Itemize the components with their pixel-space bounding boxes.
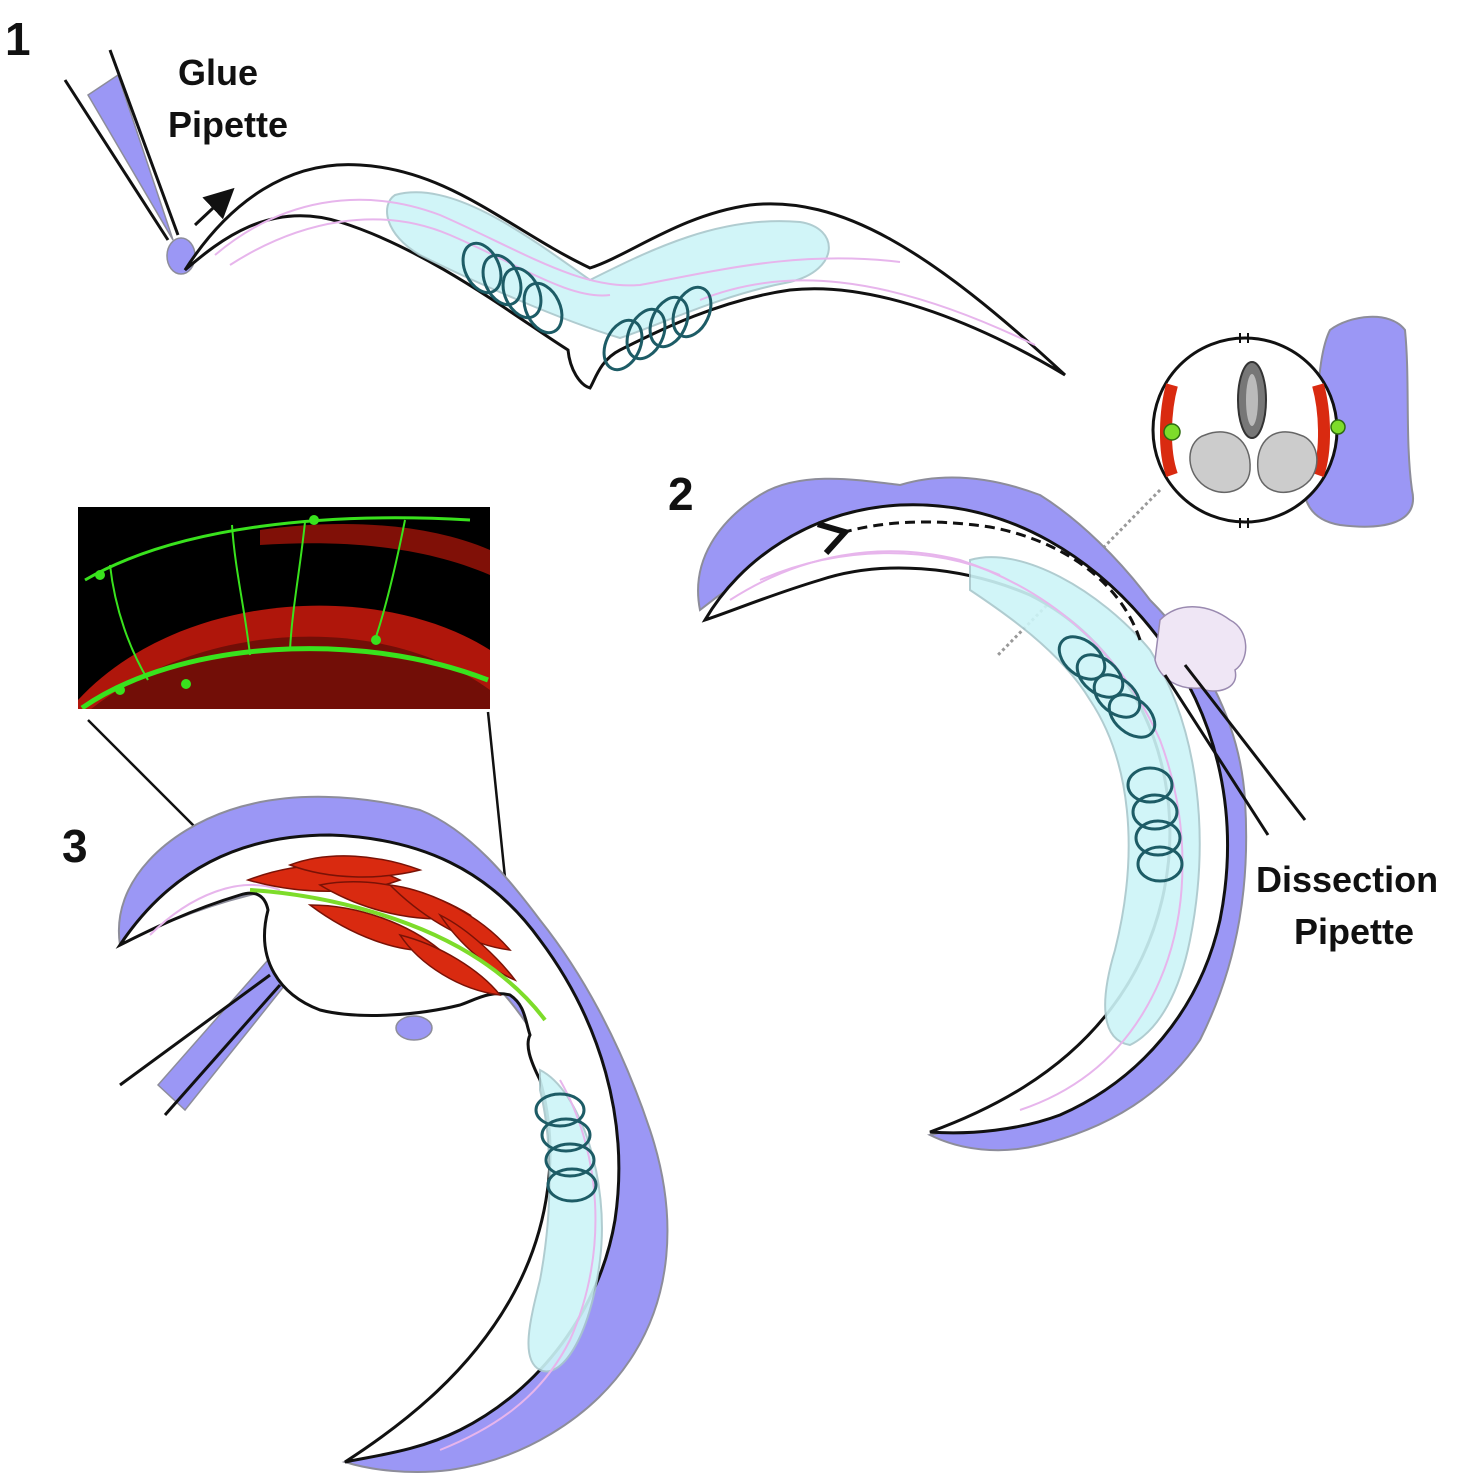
fluorescence-micrograph-image [78,507,517,976]
dissection-pipette [1163,664,1307,836]
worm-1 [183,163,1067,390]
panel-1 [63,49,1067,390]
dissection-pipette-label-line1: Dissection [1256,859,1438,900]
oocytes-2 [1057,635,1184,883]
neuron-cord [249,888,547,1022]
worm-2 [701,503,1247,1135]
movement-arrow [193,187,235,227]
glue-pipette-1 [63,49,196,275]
step-3-label: 3 [62,820,88,872]
worm-3 [115,833,621,1464]
glue-pipette-label-line1: Glue [178,52,258,93]
dissection-pipette-label-line2: Pipette [1294,911,1414,952]
glue-pipette-3 [119,958,433,1116]
panel-3 [115,795,669,1474]
step-2-label: 2 [668,468,694,520]
step-1-label: 1 [5,13,31,65]
dissection-path-arrow [816,520,1142,641]
oocytes-1 [461,241,713,372]
oocytes-3 [534,1092,598,1203]
muscle-cells [245,855,518,996]
glue-pipette-label-line2: Pipette [168,104,288,145]
worm-cross-section-icon [996,315,1415,657]
panel-2 [697,476,1307,1152]
